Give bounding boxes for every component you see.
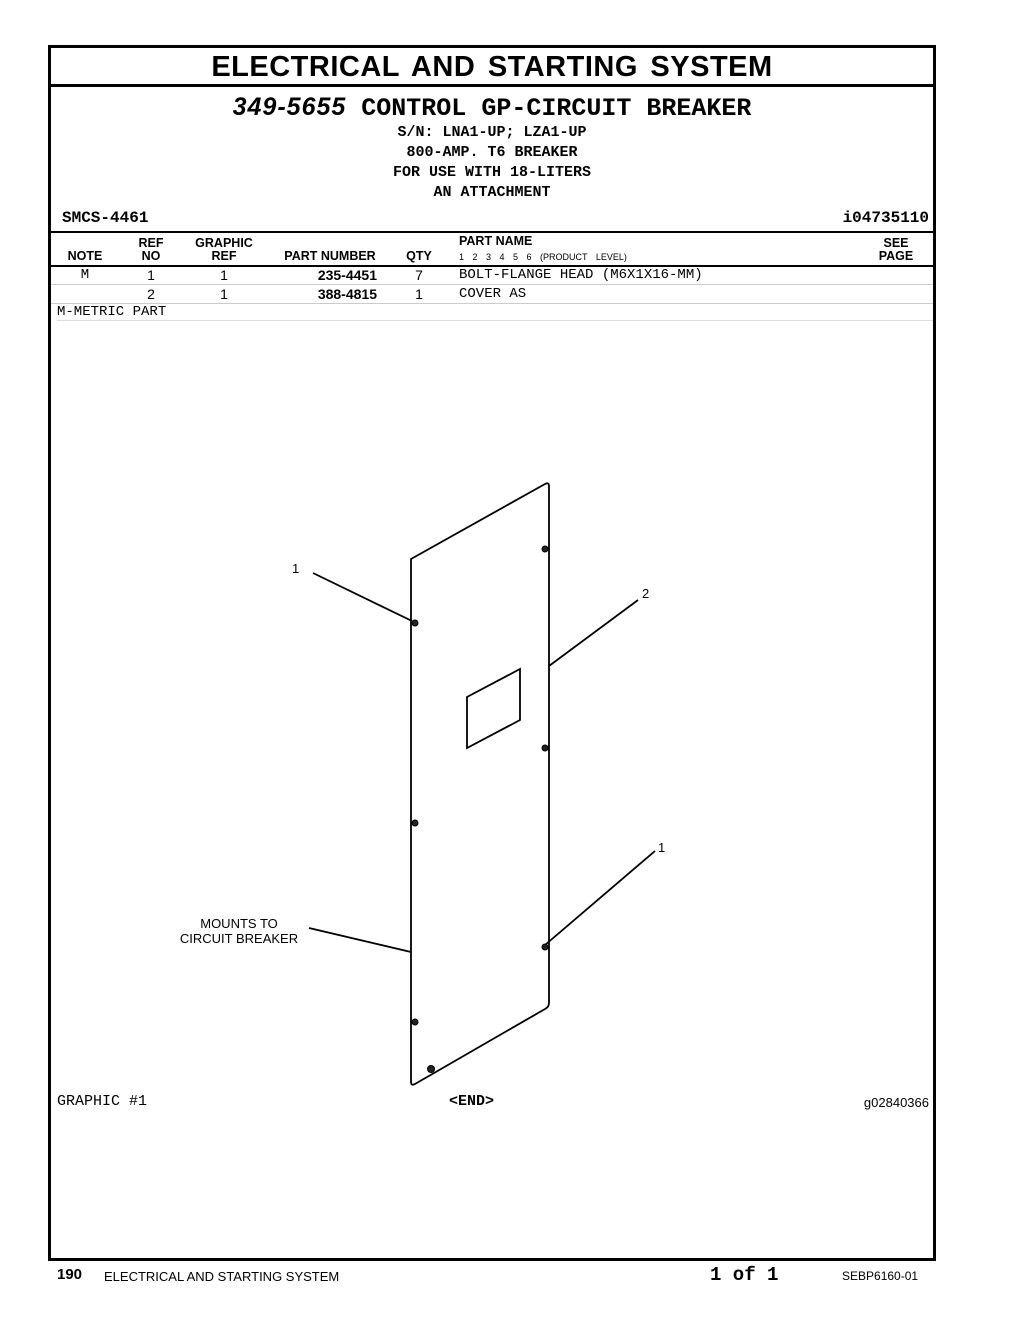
bolt-head (411, 1018, 419, 1026)
header-note: NOTE (67, 249, 103, 263)
table-row: 2 1 388-4815 1 COVER AS (51, 285, 933, 304)
row-ref: 1 (147, 267, 155, 283)
metric-footnote: M-METRIC PART (57, 303, 933, 321)
serial-line: S/N: LNA1-UP; LZA1-UP (397, 124, 587, 141)
callout-mounts: MOUNTS TO CIRCUIT BREAKER (169, 916, 309, 946)
header-ref-bottom: NO (141, 249, 161, 263)
callout-mounts-line2: CIRCUIT BREAKER (179, 931, 299, 946)
bolt-head (541, 545, 549, 553)
row-ref: 2 (147, 286, 155, 302)
group-part-number: 349-5655 (232, 93, 347, 121)
header-part-number: PART NUMBER (284, 249, 376, 263)
header-product-levels: 1 2 3 4 5 6 (PRODUCT LEVEL) (459, 252, 627, 262)
callout-2: 2 (642, 586, 650, 601)
breaker-line: 800-AMP. T6 BREAKER (406, 144, 578, 161)
row-part-name: COVER AS (459, 286, 527, 302)
callout-1-bottom: 1 (658, 840, 666, 855)
group-name: CONTROL GP-CIRCUIT BREAKER (361, 94, 752, 123)
row-part-number: 235-4451 (317, 267, 377, 283)
row-note: M (80, 267, 90, 283)
info-id: i04735110 (842, 209, 929, 227)
page-frame: ELECTRICAL AND STARTING SYSTEM 349-5655 … (48, 45, 936, 1261)
usage-line: FOR USE WITH 18-LITERS (392, 164, 592, 181)
bolt-head (427, 1065, 435, 1073)
callout-1-top: 1 (292, 561, 300, 576)
smcs-code: SMCS-4461 (62, 209, 149, 227)
leader-1-top (312, 572, 413, 622)
bolt-head (411, 619, 419, 627)
table-header: NOTE REF NO GRAPHIC REF PART NUMBER QTY … (51, 231, 933, 267)
table-row: M 1 1 235-4451 7 BOLT-FLANGE HEAD (M6X1X… (51, 266, 933, 285)
cover-panel (410, 482, 550, 1086)
row-qty: 1 (415, 286, 423, 302)
end-marker: <END> (449, 1093, 495, 1110)
cover-illustration (308, 482, 656, 1086)
section-title: ELECTRICAL AND STARTING SYSTEM (51, 48, 933, 87)
row-part-name: BOLT-FLANGE HEAD (M6X1X16-MM) (459, 267, 703, 283)
bolt-head (411, 819, 419, 827)
graphic-number: g02840366 (863, 1095, 929, 1110)
leader-mounts (308, 927, 412, 953)
footer-sheet: 1 of 1 (710, 1264, 779, 1286)
footer-doc-number: SEBP6160-01 (842, 1269, 919, 1283)
row-part-number: 388-4815 (317, 286, 377, 302)
row-graphic-ref: 1 (220, 267, 228, 283)
footer-section: ELECTRICAL AND STARTING SYSTEM (104, 1269, 340, 1284)
group-title: 349-5655 CONTROL GP-CIRCUIT BREAKER (51, 92, 933, 124)
header-part-name: PART NAME (459, 234, 533, 248)
leader-2 (548, 599, 639, 667)
bolt-head (541, 943, 549, 951)
graphic-label: GRAPHIC #1 (57, 1093, 148, 1110)
row-graphic-ref: 1 (220, 286, 228, 302)
header-ref-top: REF (138, 236, 164, 250)
header-graphic-bottom: REF (211, 249, 237, 263)
attachment-line: AN ATTACHMENT (433, 184, 551, 201)
access-window (466, 667, 521, 750)
bolt-head (541, 744, 549, 752)
leader-1-bottom (544, 850, 656, 946)
header-qty: QTY (406, 249, 432, 263)
callout-mounts-line1: MOUNTS TO (200, 916, 278, 931)
header-see-top: SEE (883, 236, 909, 250)
row-qty: 7 (415, 267, 423, 283)
footer-page-number: 190 (57, 1266, 83, 1283)
header-graphic-top: GRAPHIC (195, 236, 253, 250)
header-see-bottom: PAGE (878, 249, 914, 263)
